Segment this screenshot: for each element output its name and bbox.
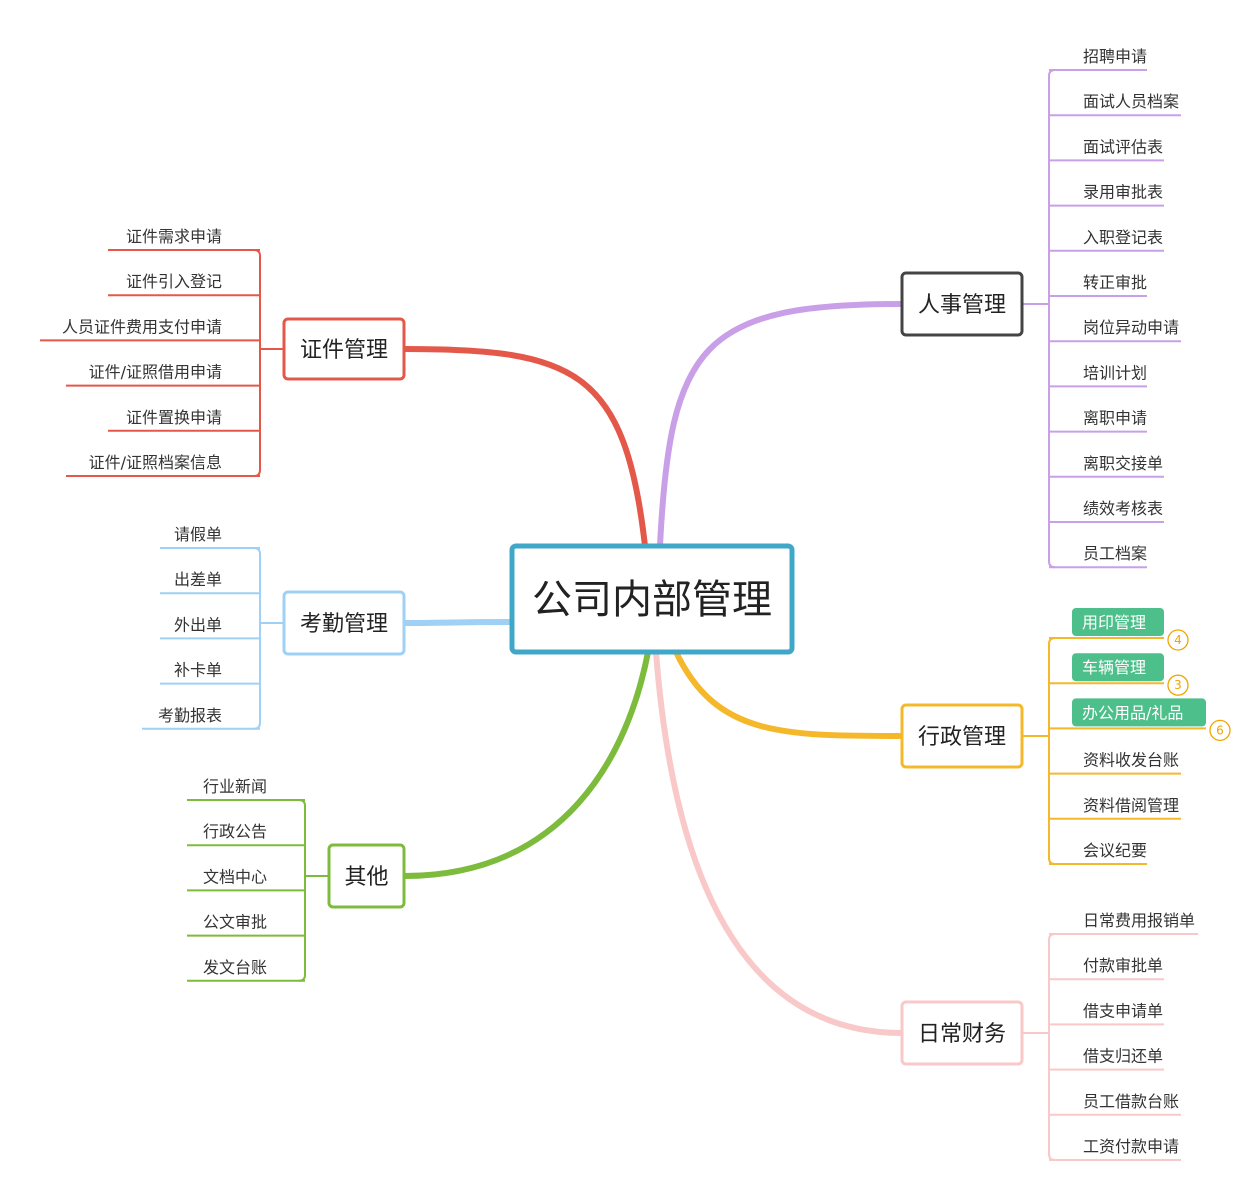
leaf-label-renshi-6[interactable]: 岗位异动申请 [1083,318,1179,337]
leaf-label-zhengjian-0[interactable]: 证件需求申请 [126,227,222,246]
root-node[interactable] [509,543,795,655]
leaf-label-renshi-2[interactable]: 面试评估表 [1083,137,1163,156]
count-badge-label: 3 [1174,678,1182,692]
topic-node-zhengjian[interactable] [282,317,406,381]
count-badge-xingzheng-2[interactable] [1209,719,1231,742]
leaf-label-kaoqin-3[interactable]: 补卡单 [174,661,222,680]
leaf-label-caiwu-4[interactable]: 员工借款台账 [1083,1092,1179,1111]
leaf-label-zhengjian-3[interactable]: 证件/证照借用申请 [89,363,222,382]
topic-node-renshi[interactable] [900,271,1024,337]
leaf-label-zhengjian-2[interactable]: 人员证件费用支付申请 [62,317,222,336]
leaf-label-kaoqin-1[interactable]: 出差单 [174,570,222,589]
leaf-label-renshi-3[interactable]: 录用审批表 [1083,183,1163,202]
leaf-label-renshi-8[interactable]: 离职申请 [1083,409,1147,428]
leaf-label-zhengjian-4[interactable]: 证件置换申请 [126,408,222,427]
topic-label-kaoqin: 考勤管理 [300,612,388,637]
leaf-label-renshi-7[interactable]: 培训计划 [1083,363,1147,382]
leaf-label-renshi-5[interactable]: 转正审批 [1083,273,1147,292]
trunk-xingzheng [1048,637,1056,865]
leaf-label-qita-2[interactable]: 文档中心 [203,867,267,886]
leaf-label-caiwu-3[interactable]: 借支归还单 [1083,1047,1163,1066]
count-badge-label: 6 [1216,723,1224,737]
leaf-label-kaoqin-0[interactable]: 请假单 [174,525,222,544]
leaf-label-qita-1[interactable]: 行政公告 [203,822,267,841]
topic-label-caiwu: 日常财务 [918,1022,1006,1047]
leaf-label-renshi-9[interactable]: 离职交接单 [1083,454,1163,473]
trunk-caiwu [1048,933,1056,1161]
leaf-pill-xingzheng-0[interactable] [1072,608,1164,636]
leaf-label-caiwu-2[interactable]: 借支申请单 [1083,1001,1163,1020]
leaf-label-caiwu-5[interactable]: 工资付款申请 [1083,1137,1179,1156]
leaf-label-zhengjian-1[interactable]: 证件引入登记 [126,272,222,291]
count-badge-xingzheng-0[interactable] [1167,629,1189,651]
topic-label-qita: 其他 [344,865,388,890]
trunk-zhengjian [253,249,261,477]
leaf-label-xingzheng-4[interactable]: 资料借阅管理 [1083,796,1179,815]
leaf-label-renshi-0[interactable]: 招聘申请 [1083,47,1147,66]
trunk-renshi [1048,69,1056,569]
leaf-label-renshi-1[interactable]: 面试人员档案 [1083,92,1179,111]
branch-link-qita [401,649,651,879]
leaf-label-qita-0[interactable]: 行业新闻 [203,777,267,796]
topic-node-kaoqin[interactable] [282,590,406,656]
count-badge-label: 4 [1174,633,1182,647]
leaf-label-xingzheng-5[interactable]: 会议纪要 [1083,841,1147,860]
topic-label-zhengjian: 证件管理 [300,338,388,363]
leaf-label-kaoqin-2[interactable]: 外出单 [174,615,222,634]
topic-label-xingzheng: 行政管理 [918,725,1006,750]
topic-label-renshi: 人事管理 [918,293,1006,318]
leaf-label-renshi-11[interactable]: 员工档案 [1083,544,1147,563]
leaf-label-zhengjian-5[interactable]: 证件/证照档案信息 [89,453,222,472]
count-badge-xingzheng-1[interactable] [1167,674,1189,696]
root-title: 公司内部管理 [532,577,772,623]
leaf-label-xingzheng-2: 办公用品/礼品 [1082,703,1183,722]
leaf-label-caiwu-1[interactable]: 付款审批单 [1083,956,1163,975]
leaf-label-xingzheng-1: 车辆管理 [1082,658,1146,677]
leaf-label-xingzheng-3[interactable]: 资料收发台账 [1083,751,1179,770]
branch-link-kaoqin [401,619,515,626]
leaf-label-qita-4[interactable]: 发文台账 [203,958,267,977]
leaf-label-renshi-10[interactable]: 绩效考核表 [1083,499,1163,518]
leaf-pill-xingzheng-1[interactable] [1072,653,1164,682]
topic-node-qita[interactable] [327,843,406,909]
leaf-label-renshi-4[interactable]: 入职登记表 [1083,228,1163,247]
leaf-label-caiwu-0[interactable]: 日常费用报销单 [1083,911,1195,930]
branch-link-caiwu [653,649,905,1036]
topic-node-xingzheng[interactable] [900,703,1024,769]
branch-link-xingzheng [673,649,905,739]
branch-link-renshi [657,301,905,549]
leaf-label-kaoqin-4[interactable]: 考勤报表 [158,706,222,725]
topic-node-caiwu[interactable] [900,1000,1024,1066]
branch-link-zhengjian [401,346,648,549]
leaf-label-qita-3[interactable]: 公文审批 [203,913,267,932]
leaf-pill-xingzheng-2[interactable] [1072,698,1206,727]
leaf-label-xingzheng-0: 用印管理 [1082,613,1146,632]
